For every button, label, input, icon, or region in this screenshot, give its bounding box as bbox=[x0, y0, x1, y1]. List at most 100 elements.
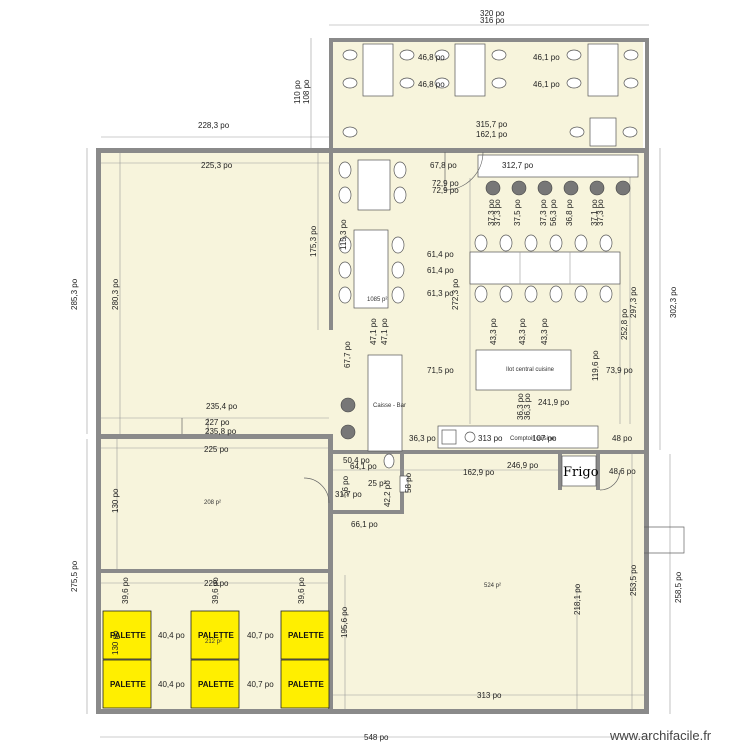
dim-label: 46,1 po bbox=[533, 80, 560, 89]
dim-label: 56,3 po bbox=[549, 199, 558, 226]
pallet-label: PALETTE bbox=[198, 631, 235, 640]
wall-storage-top bbox=[96, 434, 332, 439]
dim-label: 50,4 po bbox=[343, 456, 370, 465]
door-swing bbox=[599, 469, 621, 491]
wall-storage-right bbox=[328, 434, 333, 714]
dim-label: 218,1 po bbox=[573, 583, 582, 615]
chair bbox=[342, 49, 358, 61]
dim-label: 43,3 po bbox=[540, 318, 549, 345]
bar-stool bbox=[589, 180, 605, 196]
chair bbox=[391, 236, 405, 254]
dim-label: 39,6 po bbox=[121, 577, 130, 604]
dining-table bbox=[353, 229, 389, 309]
dim-label: 48,6 po bbox=[609, 467, 636, 476]
pallet-label: PALETTE bbox=[198, 680, 235, 689]
wall-pallet-top bbox=[96, 569, 332, 573]
dim-label: 175,3 po bbox=[309, 225, 318, 257]
dim-label: 72,9 po bbox=[432, 179, 459, 188]
chair bbox=[399, 77, 415, 89]
dim-label: 280,3 po bbox=[111, 278, 120, 310]
dim-label: 40,7 po bbox=[247, 631, 274, 640]
pallet-label: PALETTE bbox=[288, 631, 325, 640]
dim-label: 162,1 po bbox=[476, 130, 508, 139]
dim-label: 48 po bbox=[612, 434, 633, 443]
chair bbox=[623, 49, 639, 61]
dim-label: 228,3 po bbox=[198, 121, 230, 130]
pallet bbox=[190, 610, 240, 660]
chair bbox=[338, 186, 352, 204]
dim-label: 162,9 po bbox=[463, 468, 495, 477]
wall-dining-left bbox=[329, 150, 333, 330]
chair bbox=[474, 234, 488, 252]
dim-label: 37,3 po bbox=[493, 199, 502, 226]
exterior-door bbox=[644, 526, 685, 554]
dining-furniture bbox=[338, 154, 639, 493]
doors bbox=[181, 151, 685, 554]
chair bbox=[391, 286, 405, 304]
chair bbox=[342, 126, 358, 138]
terrace-furniture bbox=[342, 43, 639, 147]
chair bbox=[393, 161, 407, 179]
dim-label: 72,9 po bbox=[432, 186, 459, 195]
chair bbox=[393, 186, 407, 204]
dim-label: 313 po bbox=[477, 691, 502, 700]
wall-top bbox=[96, 148, 649, 153]
chair bbox=[499, 234, 513, 252]
dim-label: 235,8 po bbox=[205, 427, 237, 436]
dim-label: 37,3 po bbox=[539, 199, 548, 226]
label-frigo: Frigo bbox=[563, 465, 599, 480]
dim-label: 108 po bbox=[302, 79, 311, 104]
fridge bbox=[561, 455, 597, 487]
chair bbox=[338, 286, 352, 304]
dim-label: 40,4 po bbox=[158, 680, 185, 689]
label-comptoir: Comptoir cuisine bbox=[510, 436, 555, 442]
bar-counter bbox=[477, 154, 639, 178]
chair bbox=[338, 261, 352, 279]
terrace-table bbox=[454, 43, 486, 97]
dim-label: 119,6 po bbox=[591, 350, 600, 381]
pallet bbox=[280, 610, 330, 660]
dim-label: 315,7 po bbox=[476, 120, 508, 129]
dim-label: 195,6 po bbox=[340, 606, 349, 638]
dim-label: 46,1 po bbox=[533, 53, 560, 62]
dim-label: 36,3 po bbox=[516, 393, 525, 420]
dim-label: 25 p² bbox=[368, 479, 387, 488]
bar-stool bbox=[340, 397, 356, 413]
chair bbox=[566, 49, 582, 61]
dim-label: 229 po bbox=[204, 579, 229, 588]
chair bbox=[399, 49, 415, 61]
dining-table bbox=[357, 159, 391, 211]
chair bbox=[599, 285, 613, 303]
dim-label: 37,1 po bbox=[590, 199, 599, 226]
pallet bbox=[102, 610, 152, 660]
dim-label: 36,8 po bbox=[565, 199, 574, 226]
stove bbox=[464, 431, 476, 443]
dim-label: 39,6 po bbox=[297, 577, 306, 604]
dim-label: 275,5 po bbox=[70, 560, 79, 592]
labels: Caisse - Bar Ilot central cuisine Compto… bbox=[110, 297, 712, 743]
chair bbox=[622, 126, 638, 138]
terrace-table bbox=[587, 43, 619, 97]
dim-label: 272,3 po bbox=[451, 278, 460, 310]
dim-label: 71,5 po bbox=[427, 366, 454, 375]
dim-label: 39,6 po bbox=[211, 577, 220, 604]
dim-label: 225 po bbox=[204, 445, 229, 454]
dim-label: 42,2 po bbox=[383, 480, 392, 507]
chair bbox=[434, 77, 450, 89]
dim-label: 40,7 po bbox=[247, 680, 274, 689]
chair bbox=[338, 161, 352, 179]
chair bbox=[549, 285, 563, 303]
dim-label: 312,7 po bbox=[502, 161, 534, 170]
bar-stool bbox=[511, 180, 527, 196]
dim-label: 67,8 po bbox=[430, 161, 457, 170]
area-label: 1085 p² bbox=[367, 297, 387, 303]
area-label: 524 p² bbox=[484, 583, 501, 589]
dim-label: 37,5 po bbox=[513, 199, 522, 226]
kitchen-island bbox=[475, 349, 572, 391]
bar-stool bbox=[563, 180, 579, 196]
chair bbox=[391, 261, 405, 279]
chair bbox=[524, 285, 538, 303]
chair bbox=[524, 234, 538, 252]
wall-right bbox=[644, 148, 649, 714]
